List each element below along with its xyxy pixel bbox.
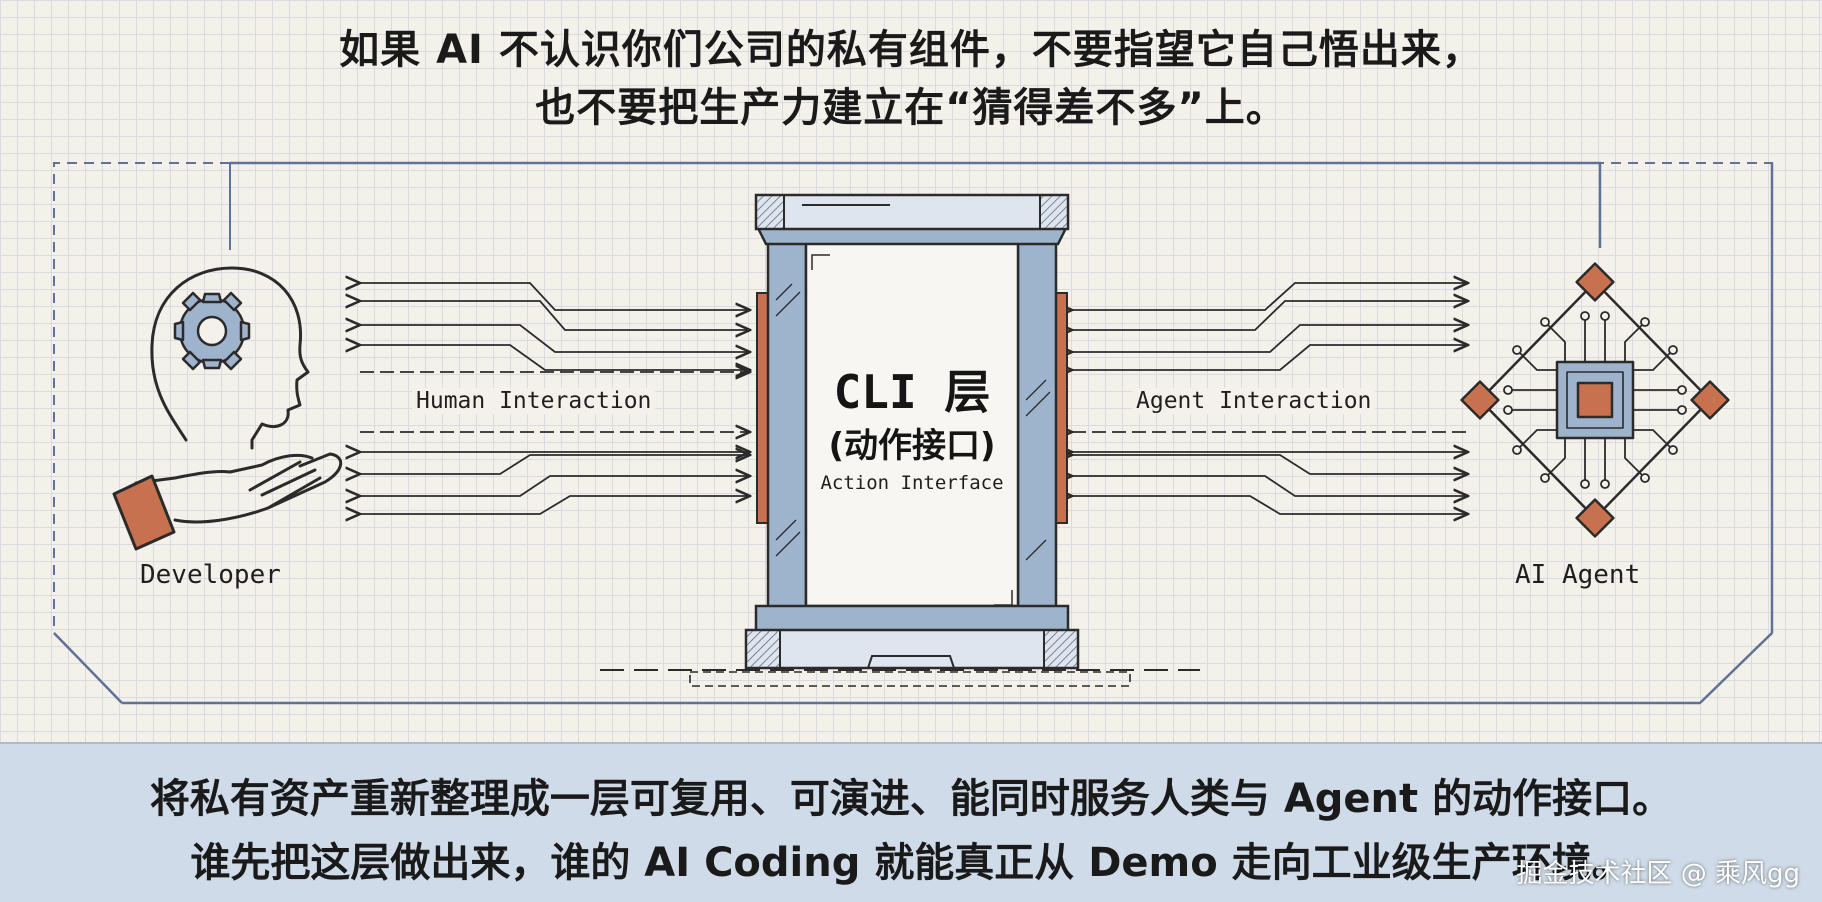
title-line-2: 也不要把生产力建立在“猜得差不多”上。: [535, 85, 1287, 131]
footer-line-1: 将私有资产重新整理成一层可复用、可演进、能同时服务人类与 Agent 的动作接口…: [149, 776, 1673, 822]
architecture-diagram: [53, 161, 1774, 705]
developer-label: Developer: [140, 560, 281, 590]
human-interaction-label: Human Interaction: [412, 388, 656, 414]
footer-banner: 将私有资产重新整理成一层可复用、可演进、能同时服务人类与 Agent 的动作接口…: [0, 742, 1822, 902]
sleeve-cuff: [112, 474, 176, 551]
cli-layer-english: Action Interface: [820, 472, 1004, 494]
title-line-1: 如果 AI 不认识你们公司的私有组件，不要指望它自己悟出来，: [339, 27, 1483, 73]
cli-pillar: [600, 193, 1200, 687]
human-flow-lines: [360, 283, 750, 514]
developer-figure: [112, 266, 343, 551]
outer-frame: [53, 161, 1774, 705]
footer-line-2: 谁先把这层做出来，谁的 AI Coding 就能真正从 Demo 走向工业级生产…: [190, 840, 1632, 886]
ai-agent-label: AI Agent: [1515, 560, 1641, 590]
ai-agent-chip: [1460, 262, 1730, 538]
watermark: 掘金技术社区 @ 乘风gg: [1516, 859, 1800, 889]
agent-flow-lines: [1072, 283, 1468, 514]
cli-layer-title: CLI 层: [833, 365, 991, 419]
agent-interaction-label: Agent Interaction: [1132, 388, 1376, 414]
cli-layer-subtitle: (动作接口): [828, 426, 996, 466]
gear-icon: [173, 291, 251, 371]
